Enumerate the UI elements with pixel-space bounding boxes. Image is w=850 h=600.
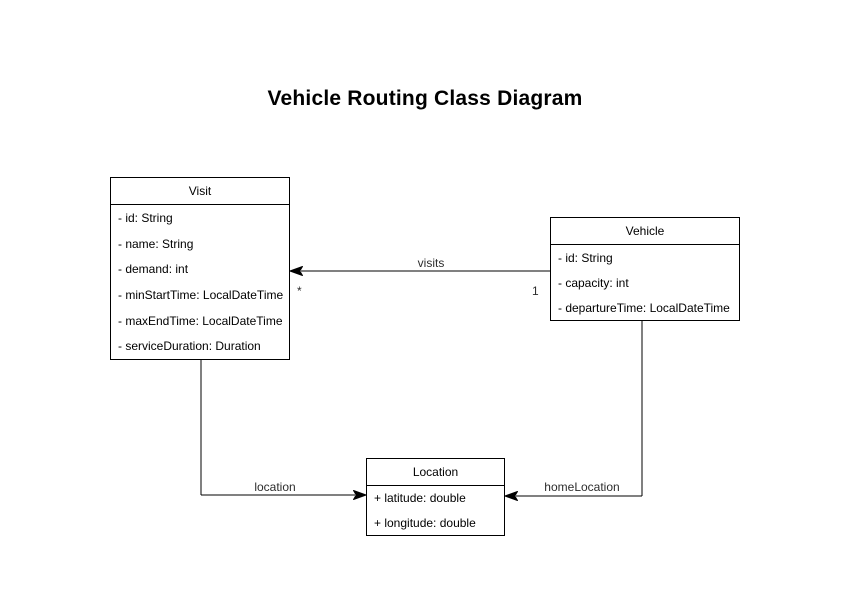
class-name-location: Location: [367, 459, 504, 486]
class-attributes-vehicle: - id: String - capacity: int - departure…: [551, 245, 739, 320]
edge-home-location: [504, 321, 643, 501]
edge-location-arrowhead-icon: [353, 490, 367, 500]
class-box-vehicle: Vehicle - id: String - capacity: int - d…: [550, 217, 740, 321]
class-box-location: Location + latitude: double + longitude:…: [366, 458, 505, 536]
class-attributes-location: + latitude: double + longitude: double: [367, 486, 504, 535]
class-attribute: - maxEndTime: LocalDateTime: [118, 313, 283, 328]
edge-visits-source-multiplicity: 1: [532, 284, 539, 298]
class-attribute: - id: String: [558, 250, 613, 265]
edge-home-location-label: homeLocation: [542, 480, 622, 494]
class-attribute: - departureTime: LocalDateTime: [558, 300, 730, 315]
edge-visits-target-multiplicity: *: [297, 284, 302, 298]
class-attribute: - minStartTime: LocalDateTime: [118, 287, 284, 302]
class-attribute: - serviceDuration: Duration: [118, 339, 261, 354]
class-attribute: - demand: int: [118, 262, 189, 277]
edge-visits-arrowhead-icon: [289, 266, 303, 276]
class-attribute: - capacity: int: [558, 275, 629, 290]
diagram-title: Vehicle Routing Class Diagram: [267, 87, 583, 110]
edge-location-label: location: [252, 480, 298, 494]
class-attribute: + longitude: double: [374, 515, 476, 530]
edge-visits-label: visits: [415, 256, 447, 270]
class-name-visit: Visit: [111, 178, 289, 205]
class-box-visit: Visit - id: String - name: String - dema…: [110, 177, 290, 360]
edge-location: [200, 360, 367, 500]
class-attribute: - id: String: [118, 210, 173, 225]
class-attribute: + latitude: double: [374, 491, 466, 506]
class-attribute: - name: String: [118, 236, 194, 251]
edge-home-location-arrowhead-icon: [504, 491, 518, 501]
class-attributes-visit: - id: String - name: String - demand: in…: [111, 205, 289, 359]
class-name-vehicle: Vehicle: [551, 218, 739, 245]
